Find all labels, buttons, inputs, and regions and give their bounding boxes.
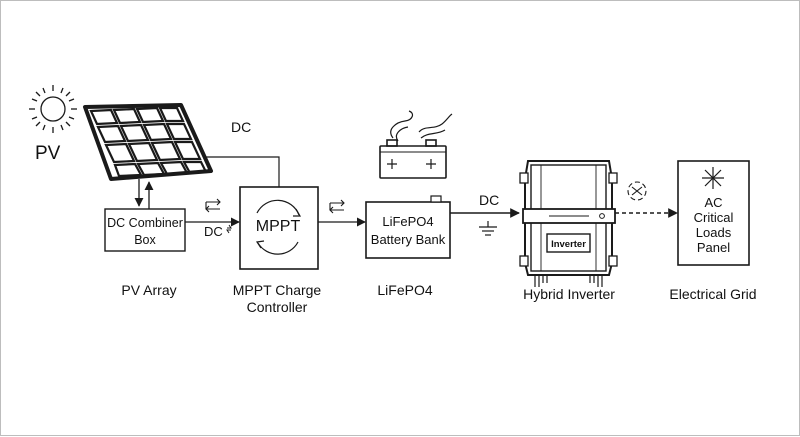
ground-icon — [479, 221, 497, 236]
loads-label-line4: Panel — [697, 240, 730, 255]
dc-arrow-label: DC — [204, 224, 223, 239]
loads-label-line3: Loads — [696, 225, 732, 240]
mppt-label: MPPT — [256, 218, 301, 235]
inverter-plate-label: Inverter — [551, 239, 586, 250]
steam-icon — [390, 110, 453, 142]
cycle-arrows-icon — [255, 199, 302, 255]
battery-label-line2: Battery Bank — [371, 232, 446, 247]
sun-icon — [29, 85, 77, 133]
caption-grid: Electrical Grid — [669, 286, 756, 302]
dc-top-label: DC — [231, 119, 251, 135]
caption-battery: LiFePO4 — [377, 282, 432, 298]
caption-mppt-line2: Controller — [247, 299, 308, 315]
ac-symbol-icon — [226, 224, 232, 234]
hybrid-inverter — [519, 160, 618, 287]
combiner-label-line2: Box — [134, 233, 156, 247]
pv-label: PV — [35, 143, 61, 164]
swap-arrows-icon — [329, 199, 345, 214]
swap-arrows-icon — [205, 198, 221, 213]
caption-inverter: Hybrid Inverter — [523, 286, 615, 302]
caption-mppt-line1: MPPT Charge — [233, 282, 322, 298]
battery-icon — [379, 139, 447, 179]
solar-panel-icon — [83, 103, 213, 181]
battery-bank-box — [365, 201, 451, 259]
loads-label-line1: AC — [704, 195, 722, 210]
dc-battery-label: DC — [479, 192, 499, 208]
dc-combiner-box — [104, 208, 186, 252]
dc-wire-top — [204, 156, 280, 187]
cycle-arrows-icon — [627, 181, 647, 201]
combiner-label-line1: DC Combiner — [107, 216, 183, 230]
spark-icon — [702, 167, 724, 189]
battery-label-line1: LiFePO4 — [382, 214, 433, 229]
loads-label-line2: Critical — [694, 210, 734, 225]
caption-pv-array: PV Array — [121, 282, 176, 298]
battery-terminal — [430, 195, 442, 203]
